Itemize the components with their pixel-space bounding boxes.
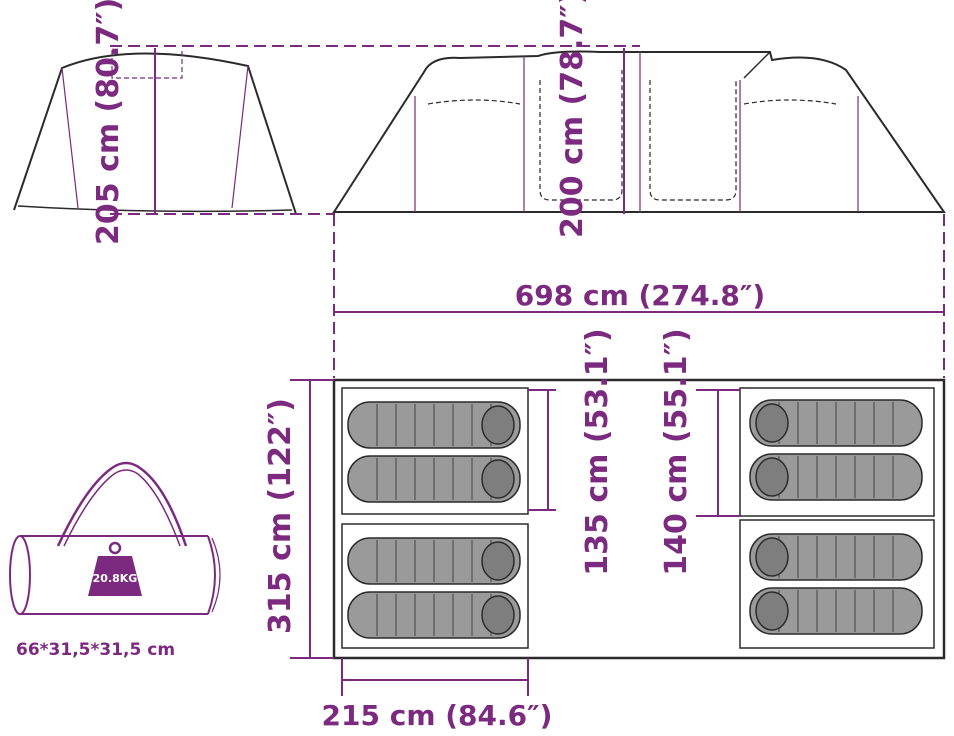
sleeping-bags <box>347 399 923 639</box>
carry-bag-icon <box>9 461 221 615</box>
left-depth-label: 135 cm (53.1″) <box>580 328 615 575</box>
weight-icon <box>88 541 142 596</box>
width-label: 315 cm (122″) <box>263 398 298 634</box>
room-right-top <box>739 387 935 517</box>
sleeping-bag <box>347 537 521 585</box>
front-height-label: 200 cm (78.7″) <box>555 0 590 238</box>
room-left-top <box>341 387 529 515</box>
bag-weight-label: 20.8KG <box>93 572 138 585</box>
sleeping-bag <box>749 453 923 501</box>
length-label: 698 cm (274.8″) <box>515 279 765 312</box>
floor-plan <box>332 378 946 660</box>
side-height-label: 205 cm (80.7″) <box>91 0 126 245</box>
sleeping-bag <box>347 401 521 449</box>
sleeping-bag <box>347 591 521 639</box>
front-view-windows <box>427 70 837 201</box>
tent-front-view <box>332 50 946 213</box>
sleeping-bag <box>749 399 923 447</box>
bag-size-label: 66*31,5*31,5 cm <box>16 640 175 660</box>
room-width-label: 215 cm (84.6″) <box>322 699 553 732</box>
sleeping-bag <box>347 455 521 503</box>
room-left-bottom <box>341 523 529 649</box>
tent-side-view <box>13 50 297 215</box>
right-depth-label: 140 cm (55.1″) <box>659 328 694 575</box>
sleeping-bag <box>749 587 923 635</box>
room-right-bottom <box>739 519 935 649</box>
sleeping-bag <box>749 533 923 581</box>
